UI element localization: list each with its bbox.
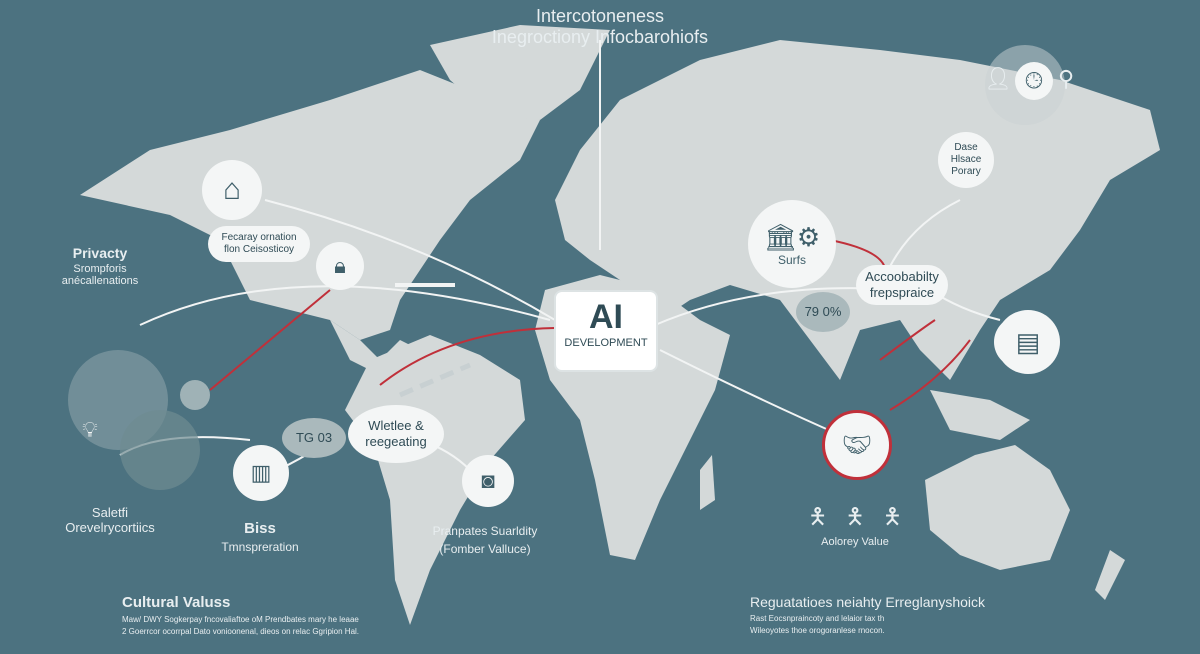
footer-right: Reguatatioes neiahty Erreglanyshoick Ras…	[750, 594, 985, 635]
privacy-title: Privacty	[72, 245, 128, 261]
footer-right-line1: Rast Eocsnpraincoty and lelaior tax th	[750, 614, 885, 623]
lightbulb-icon: 💡︎	[82, 417, 98, 442]
people-icon: 👤︎	[984, 66, 1012, 91]
madagascar	[700, 455, 715, 510]
eurasia	[555, 40, 1160, 380]
privacy-bubble: Fecaray ornation flon Ceisosticoy	[208, 226, 310, 262]
advisory-label: Aolorey Value	[821, 536, 889, 548]
footer-right-title: Reguatatioes neiahty Erreglanyshoick	[750, 594, 986, 610]
privacy-bubble-line2: flon Ceisosticoy	[223, 244, 295, 255]
clock-icon: 🕒︎	[1015, 62, 1053, 100]
prospects-label: Pranpates Suarldity (Fomber Valluce)	[410, 524, 560, 556]
safety-line1: Orevelrycortiics	[65, 520, 155, 535]
footer-left-title: Cultural Valuss	[122, 594, 231, 611]
greenland	[430, 25, 610, 120]
privacy-label: Privacty Srompforis anécallenations	[40, 245, 160, 287]
safety-title: Saletfi	[91, 505, 129, 520]
data-house-line2: Hlsace	[950, 154, 982, 165]
person-icon: 🯅🯅🯅	[808, 504, 921, 529]
bank-icon: 🏛︎⚙ Surfs	[748, 200, 836, 288]
development-label: DEVELOPMENT	[564, 337, 648, 349]
document-icon: ▤	[996, 310, 1060, 374]
australia	[925, 445, 1070, 570]
magnifier-icon: ⚲	[1058, 66, 1075, 91]
data-house-line3: Porary	[951, 166, 981, 177]
surfs-label: Surfs	[777, 252, 806, 267]
bar-chart-icon: ▥	[233, 445, 289, 501]
privacy-bubble-line1: Fecaray ornation	[221, 232, 297, 243]
se-asia-islands	[930, 390, 1030, 440]
accountability-pct-bubble: 79 0%	[796, 292, 850, 332]
footer-left-line1: Maw/ DWY Sogkerpay fncovaliaftoe oM Pren…	[122, 615, 359, 624]
welfare-pct-bubble: TG 03	[282, 418, 346, 458]
bank-gear-icon: 🏛︎⚙	[763, 221, 821, 252]
privacy-line2: anécallenations	[61, 275, 139, 287]
prospects-line2: (Fomber Valluce)	[439, 542, 531, 556]
footer-left-line2: 2 Goerrcor ocorrpal Dato vonioonenal, di…	[122, 627, 360, 636]
welfare-pct: TG 03	[295, 430, 333, 445]
new-zealand	[1095, 550, 1125, 600]
bias-line1: Tmnspreration	[221, 540, 299, 554]
headset-icon: ◙	[462, 455, 514, 507]
handshake-icon: 🤝︎	[822, 410, 892, 480]
ai-label: AI	[589, 298, 623, 336]
title-line1: Intercotoneness	[535, 6, 665, 26]
privacy-line1: Srompforis	[73, 263, 127, 275]
accountability-line1: Accoobabilty	[865, 269, 939, 284]
data-house-bubble: Dase Hlsace Porary	[938, 132, 994, 188]
accountability-pct: 79 0%	[804, 304, 842, 319]
prospects-line1: Pranpates Suarldity	[432, 524, 538, 538]
house-icon: ⌂	[202, 160, 262, 220]
welfare-line1: Wletlee &	[368, 418, 424, 433]
footer-right-line2: Wileoyotes thoe orogoranlese rnocon.	[750, 626, 885, 635]
safety-label: Saletfi Orevelrycortiics	[40, 505, 180, 535]
title-line2: Inegroctiony Infocbarohiofs	[491, 27, 709, 47]
accountability-bubble: Accoobabilty frepspraice	[856, 265, 948, 305]
data-house-line1: Dase	[954, 142, 978, 153]
lock-icon: 🔒︎	[316, 242, 364, 290]
bias-label: Biss Tmnspreration	[200, 520, 320, 554]
ai-development-box: AI DEVELOPMENT	[554, 290, 658, 372]
footer-left: Cultural Valuss Maw/ DWY Sogkerpay fncov…	[122, 594, 359, 636]
north-america	[80, 70, 540, 340]
bias-title: Biss	[244, 520, 276, 537]
welfare-line2: reegeating	[365, 434, 427, 449]
welfare-bubble: Wletlee & reegeating	[348, 405, 444, 463]
accountability-line2: frepspraice	[869, 285, 935, 300]
infographic-title: Intercotoneness Inegroctiony Infocbarohi…	[400, 6, 800, 48]
